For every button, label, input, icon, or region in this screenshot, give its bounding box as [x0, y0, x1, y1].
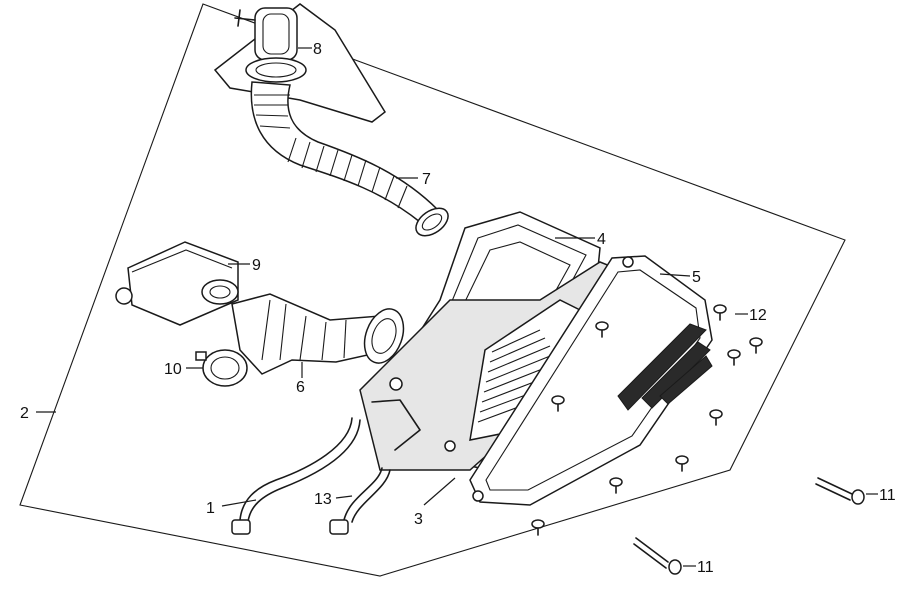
callout-13: 13 — [314, 491, 332, 508]
leader-lines — [36, 47, 878, 567]
callout-9: 9 — [252, 257, 261, 274]
screws-part-12 — [531, 304, 763, 536]
callout-5: 5 — [692, 269, 701, 286]
drain-hose-part-1 — [231, 417, 361, 535]
air-cleaner-cover-part-5 — [469, 255, 713, 506]
drain-hose-part-13 — [329, 467, 391, 535]
callout-2: 2 — [20, 405, 29, 422]
callout-8: 8 — [313, 41, 322, 58]
resonator-box-part-9 — [115, 241, 239, 326]
callout-11-upper: 11 — [879, 487, 896, 504]
upper-inlet-duct-part-8 — [213, 3, 386, 123]
clamp-part-10 — [195, 349, 248, 387]
callout-11-lower: 11 — [697, 559, 714, 576]
callout-1: 1 — [206, 500, 215, 517]
corrugated-hose-part-7 — [250, 81, 449, 237]
callout-10: 10 — [164, 361, 182, 378]
callout-6: 6 — [296, 379, 305, 396]
callout-7: 7 — [422, 171, 431, 188]
assembly-outline — [19, 3, 846, 577]
callout-12: 12 — [749, 307, 767, 324]
callout-4: 4 — [597, 231, 606, 248]
callout-3: 3 — [414, 511, 423, 528]
bolts-part-11 — [633, 477, 865, 575]
connecting-tube-part-6 — [231, 293, 405, 375]
